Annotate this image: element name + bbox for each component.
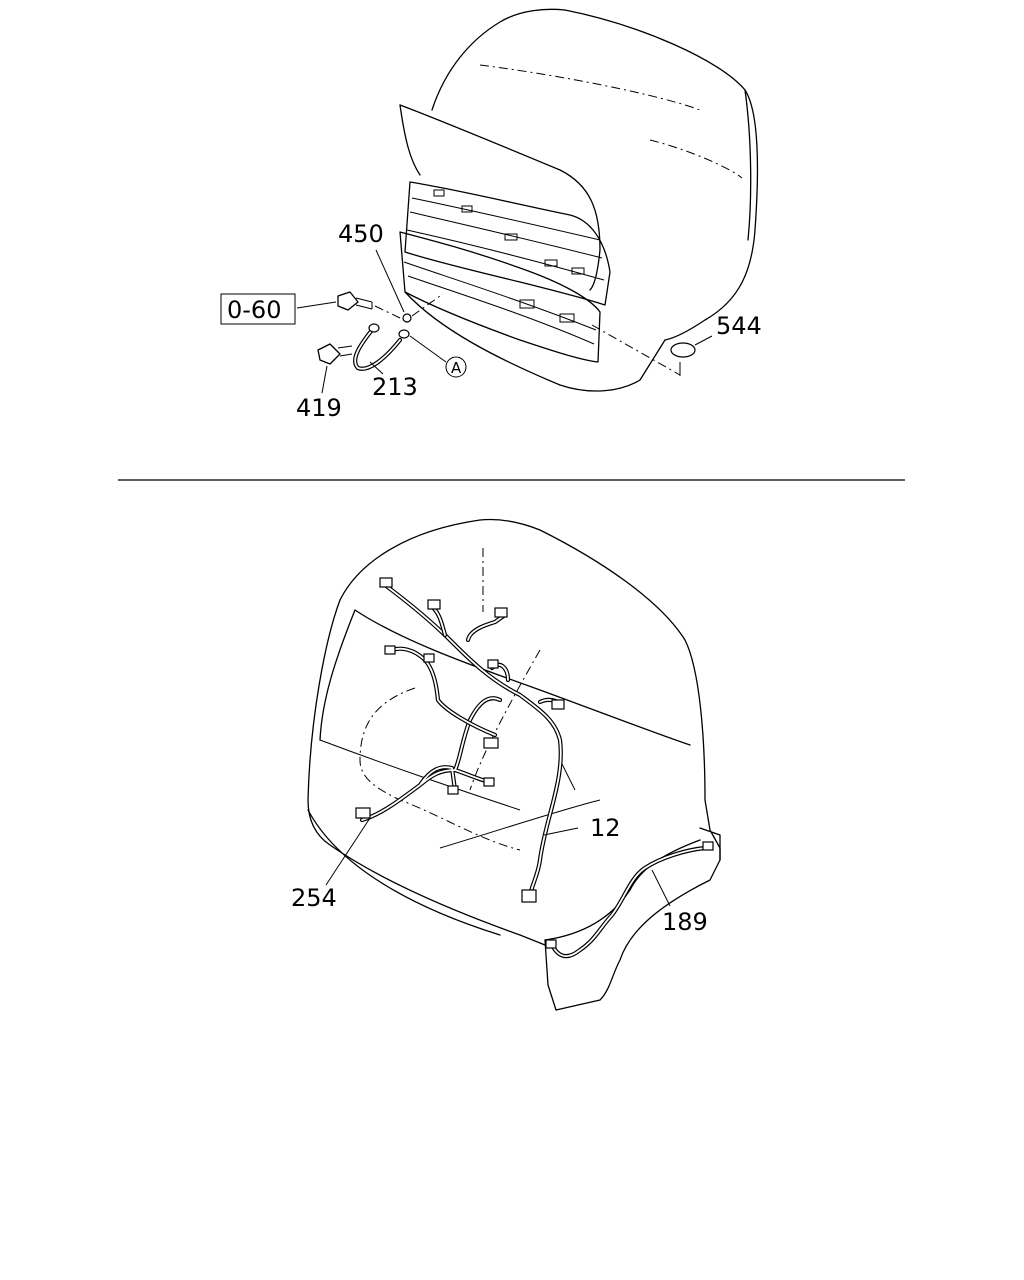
- callout-213: 213: [372, 373, 418, 401]
- boxed-reference-icon: [220, 293, 296, 325]
- grille-lower-bar: [399, 231, 601, 363]
- callout-189: 189: [662, 908, 708, 936]
- cab-body-line: [649, 139, 743, 179]
- cab-outline-lower: [339, 518, 721, 861]
- harness-254: [355, 645, 503, 823]
- callout-0-60: 0-60: [227, 296, 281, 324]
- callout-419: 419: [296, 394, 342, 422]
- wire-213: [353, 323, 410, 371]
- callout-12: 12: [590, 814, 621, 842]
- callout-544: 544: [716, 312, 762, 340]
- lower-harness-view: 254 12 189: [291, 518, 721, 1011]
- cab-side-line: [744, 89, 752, 241]
- lower-skirt: [404, 291, 666, 392]
- cab-outline: [431, 8, 759, 341]
- grille-upper: [404, 181, 611, 306]
- rear-panel: [544, 827, 721, 1011]
- washer-450: [402, 313, 412, 323]
- callout-450: 450: [338, 220, 384, 248]
- cab-roof-line: [479, 64, 701, 111]
- harness-189: [545, 841, 714, 959]
- bolt-icon: [337, 291, 373, 311]
- callout-254: 254: [291, 884, 337, 912]
- windshield-panel: [399, 104, 601, 291]
- callout-A: A: [451, 359, 462, 377]
- circled-letter-icon: [445, 356, 467, 378]
- harness-12: [379, 577, 565, 903]
- upper-assembly-view: 544 450 0-60 419 213: [220, 8, 762, 422]
- windshield-inner: [354, 609, 691, 746]
- bolt-419-icon: [317, 343, 353, 365]
- plug-544: [670, 342, 696, 358]
